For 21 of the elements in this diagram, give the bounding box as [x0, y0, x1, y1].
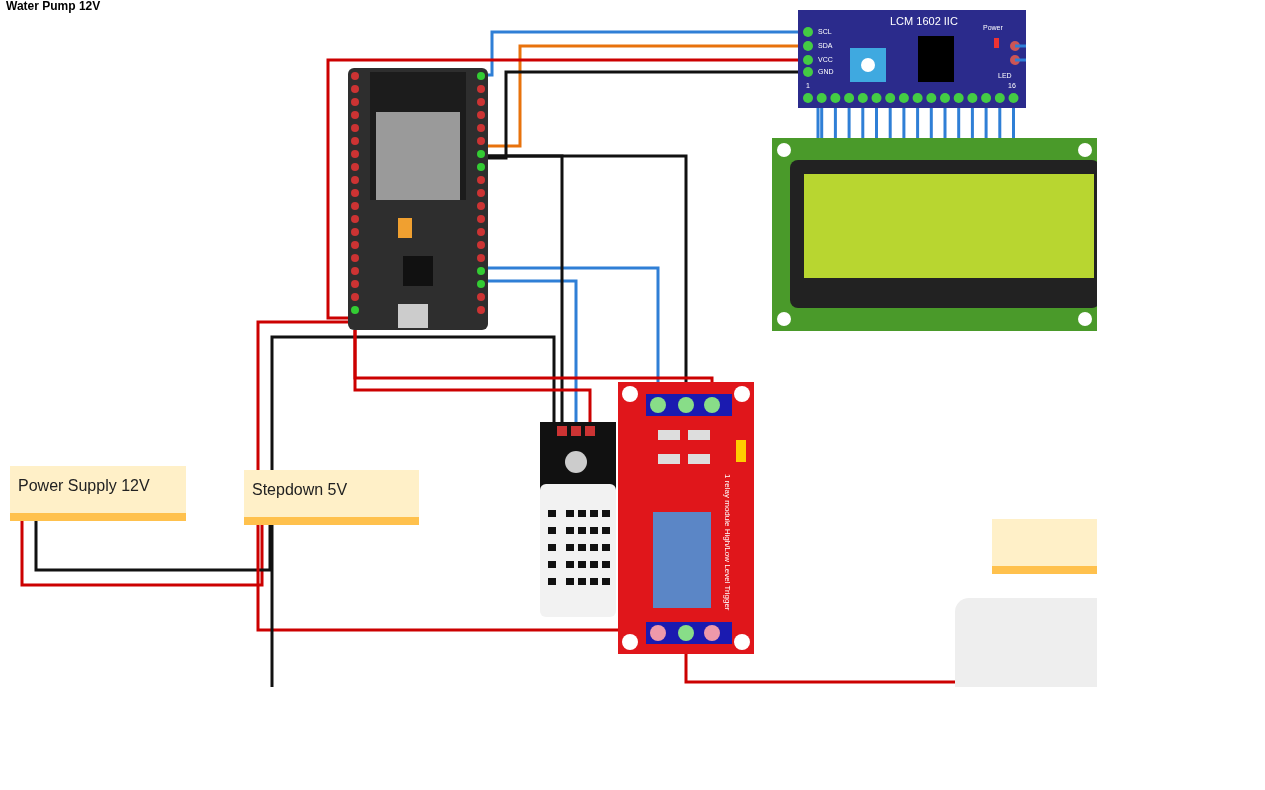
title-text: Water Pump 12V	[6, 0, 101, 12]
module-label: LCM 1602 IIC	[890, 14, 958, 29]
note-text: Stepdown 5V	[252, 481, 348, 498]
wire	[488, 266, 660, 382]
wire	[256, 525, 618, 632]
wire	[488, 154, 564, 422]
wire	[20, 521, 264, 587]
wire	[34, 521, 272, 572]
wire	[270, 335, 556, 470]
wire	[353, 330, 592, 422]
wire	[488, 30, 798, 77]
module-label: 1 relay module High/Low Level Trigger	[722, 474, 732, 613]
wire	[326, 58, 798, 320]
wire	[270, 525, 274, 687]
wire	[488, 279, 578, 422]
wire	[816, 106, 1015, 140]
wire	[256, 320, 348, 470]
wire	[488, 70, 798, 160]
wire	[488, 44, 798, 148]
note-text: Power Supply 12V	[18, 477, 150, 494]
wire	[684, 654, 955, 684]
